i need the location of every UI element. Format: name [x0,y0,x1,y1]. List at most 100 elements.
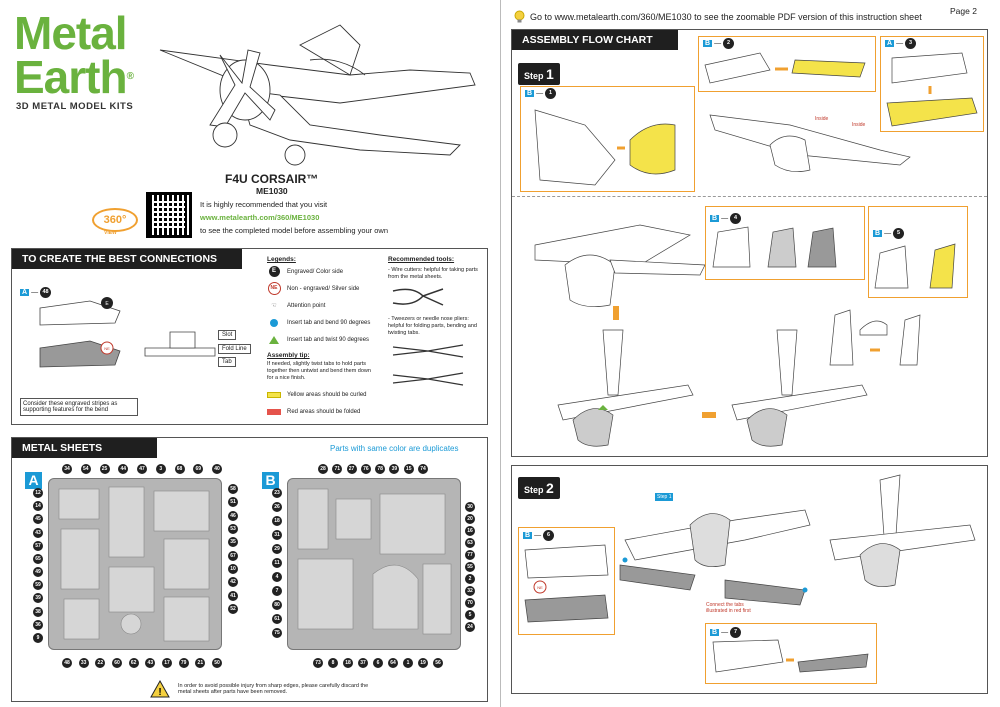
step-a3-box [880,36,984,132]
view-label: VIEW [104,230,117,236]
part-number: 22 [95,658,106,668]
part-number: 10 [228,564,238,574]
part-number: 61 [272,614,282,624]
ref-b7: B—7 [710,627,742,638]
part-number: 51 [228,497,238,508]
part-number: 27 [346,464,357,474]
part-number: 7 [272,586,282,596]
plane-illustration [159,24,476,166]
part-number: 11 [272,558,282,568]
part-number: 68 [174,464,185,474]
part-number: 12 [33,488,43,498]
svg-text:!: ! [158,687,161,698]
part-number: 58 [228,484,238,494]
ref-a3: A—3 [885,38,917,49]
part-number: 19 [418,658,428,668]
completed-fuselage-illustration [731,329,868,447]
part-number: 78 [375,464,386,474]
flow-chart-title: ASSEMBLY FLOW CHART [512,30,678,50]
tip-text: If needed, slightly twist tabs to hold p… [267,361,371,381]
hand-icon: ☜ [271,303,277,309]
part-number: 76 [360,464,371,474]
warning-icon: ! [150,679,170,698]
qr-code[interactable] [146,192,192,238]
part-number: 80 [272,600,282,610]
part-number: 73 [313,658,323,668]
flow-chart-section: ASSEMBLY FLOW CHART [511,29,988,457]
duplicates-note: Parts with same color are duplicates [330,444,459,453]
part-number: 33 [78,658,89,668]
sheet-b-parts [297,488,452,635]
step-2-section [511,465,988,694]
step-1-badge: Step 1 [518,63,560,85]
part-number: 6 [373,658,383,668]
ref-a48: A — 48 [20,287,52,298]
step-b7-box [705,623,877,684]
connect-note: Connect the tabs illustrated in red firs… [706,602,751,614]
part-number: 37 [358,658,368,668]
part-number: 31 [272,530,282,540]
fuselage-wing-illustration [534,224,706,307]
ref-b5: B—5 [873,228,905,239]
part-number: 49 [33,567,43,578]
part-number: 17 [162,658,172,668]
b6-illustration: NE [524,544,609,623]
view-360-badge[interactable]: 360° [92,208,138,232]
sheet-a-label: A [25,472,42,489]
pdf-link-text[interactable]: Go to www.metalearth.com/360/ME1030 to s… [530,12,922,22]
part-number: 47 [137,464,147,474]
b7-illustration [712,639,869,673]
tools-tweezers: - Tweezers or needle nose pliers: helpfu… [388,316,477,336]
step-b5-box [868,206,968,298]
svg-text:E: E [105,301,109,307]
fuselage-tail-illustration [557,329,694,447]
wing-attach-illustration [619,509,811,606]
b1-illustration [534,109,676,186]
sheet-a [48,478,222,650]
page-divider [500,0,501,707]
step-b1-box [520,86,695,192]
ref-b2: B—2 [703,38,735,49]
connections-caption: Consider these engraved stripes as suppo… [20,398,138,416]
part-number: 50 [212,658,222,668]
part-number: 70 [465,598,475,608]
part-number: 44 [118,464,129,474]
part-number: 4 [272,572,282,582]
part-number: 40 [212,464,222,474]
blue-dot-icon [270,318,278,327]
b5-illustration [874,243,956,289]
brand-line1: Metal [14,7,128,59]
part-number: 21 [195,658,206,668]
part-number: 32 [465,586,475,596]
ref-b1: B—1 [525,88,557,99]
inside-label-1: Inside [815,116,829,122]
green-triangle-icon [269,335,279,344]
metal-sheets-title: METAL SHEETS [12,438,157,458]
legend-red: Red areas should be folded [267,403,377,420]
part-number: 69 [193,464,204,474]
part-number: 16 [465,526,475,536]
recommend-url[interactable]: www.metalearth.com/360/ME1030 [200,213,320,222]
legend-yellow: Yellow areas should be curled [267,386,377,403]
part-number: 35 [228,537,238,548]
final-plane-illustration [829,474,976,587]
recommend-text: It is highly recommended that you visit [200,200,328,209]
part-number: 24 [465,622,475,632]
arrow-right [702,412,716,418]
sheet-b [287,478,461,650]
part-number: 48 [62,658,72,668]
part-number: 3 [155,464,166,474]
step-b2-box [698,36,876,92]
part-number: 43 [145,658,156,668]
step-separator [512,196,987,197]
part-number: 39 [389,464,400,474]
